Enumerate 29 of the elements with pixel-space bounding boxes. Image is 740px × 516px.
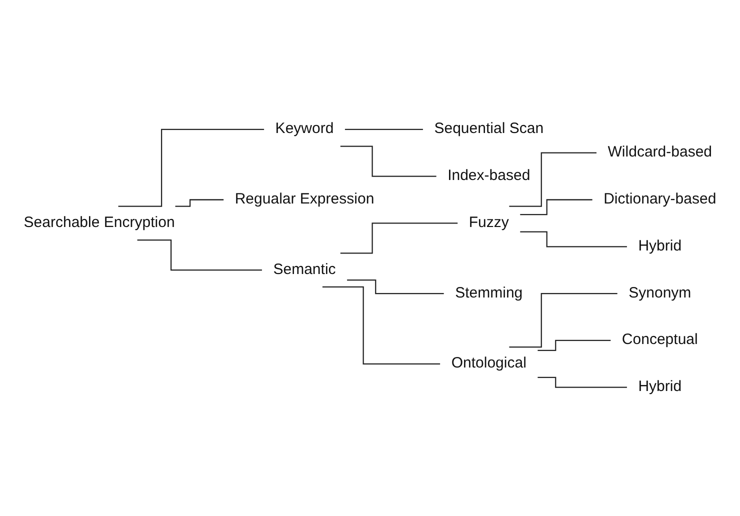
node-text: Semantic [273, 261, 336, 278]
connector [175, 198, 224, 206]
node-text: Regualar Expression [234, 190, 374, 207]
node-text: Ontological [451, 355, 526, 372]
connector [137, 239, 262, 270]
node-text: Synonym [628, 284, 692, 301]
connector [538, 376, 627, 388]
connector [347, 279, 444, 294]
node-text: Hybrid [638, 238, 682, 254]
node-text: Keyword [275, 120, 334, 137]
connector [509, 152, 596, 206]
node-text: Fuzzy [468, 214, 509, 230]
node-text: Stemming [455, 284, 523, 301]
connector [118, 128, 264, 206]
node-text: Searchable Encryption [24, 214, 175, 230]
connector [340, 222, 458, 254]
node-text: Hybrid [638, 378, 682, 394]
connector [322, 286, 440, 364]
node-text: Index-based [448, 167, 530, 184]
connector [520, 230, 627, 247]
connector [520, 198, 592, 215]
node-text: Dictionary-based [604, 190, 716, 207]
connector [340, 145, 436, 176]
node-text: Conceptual [622, 332, 698, 348]
node-text: Wildcard-based [608, 144, 712, 160]
connector [538, 340, 611, 351]
connector [509, 292, 618, 348]
connector [344, 128, 423, 130]
node-text: Sequential Scan [434, 120, 544, 137]
